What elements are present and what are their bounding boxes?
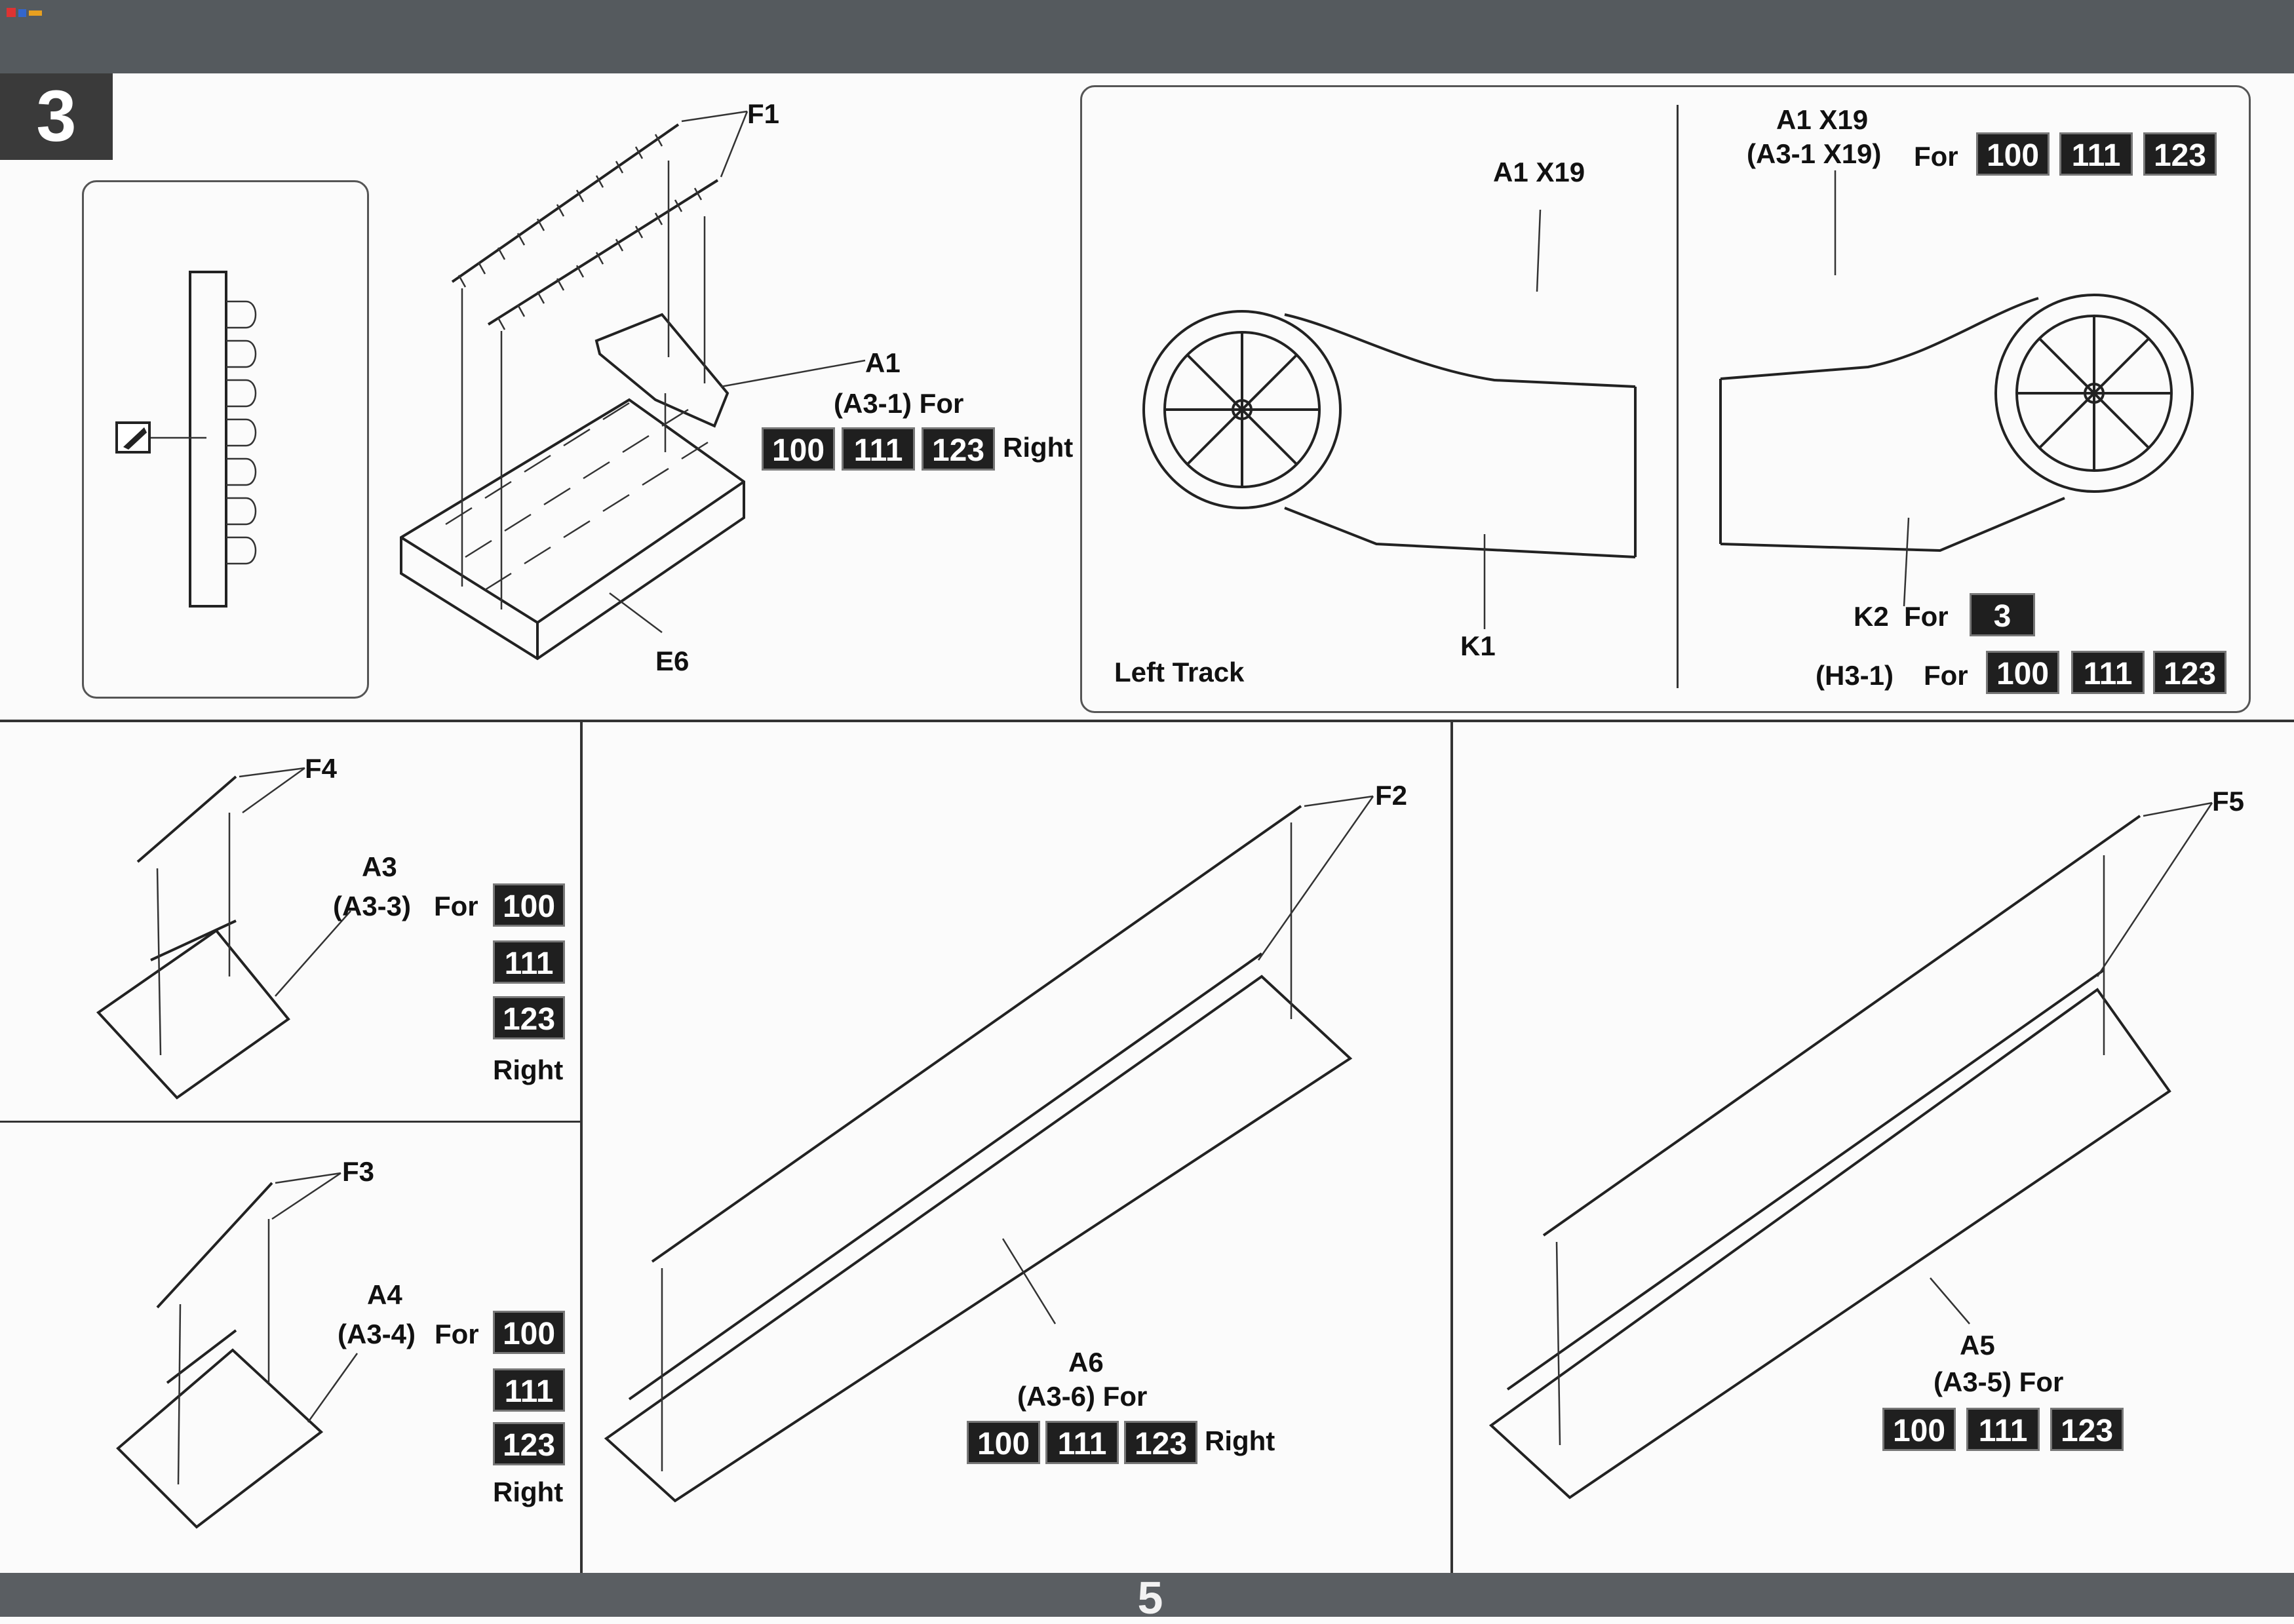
a1-side-label: Right	[1003, 432, 1074, 463]
a1-code-111: 111	[842, 427, 915, 471]
right-code-123: 123	[2143, 132, 2217, 176]
left-track-label: Left Track	[1114, 657, 1245, 687]
a1-code-123: 123	[922, 427, 995, 471]
e6-jig-illustration	[400, 398, 745, 661]
a6-part-label: A6	[1068, 1347, 1104, 1378]
left-qty-label: A1 X19	[1493, 157, 1585, 187]
h3-code-111: 111	[2071, 651, 2145, 694]
left-track-run	[1284, 313, 1637, 558]
top-bar	[0, 0, 2294, 73]
right-sprocket-illustration	[1994, 294, 2194, 493]
a6-code-100: 100	[967, 1421, 1040, 1464]
f3-assembly-illustration	[116, 1172, 359, 1529]
assembly-arrows	[461, 110, 866, 633]
a4-part-sub: (A3-4)	[338, 1319, 416, 1349]
k2-code-3: 3	[1970, 593, 2035, 636]
a4-code-100: 100	[493, 1311, 565, 1354]
f1-sprue-label: F1	[747, 98, 780, 129]
a5-part-sub: (A3-5) For	[1934, 1366, 2064, 1397]
divider-vertical-2	[1450, 721, 1453, 1573]
k1-part-label: K1	[1460, 630, 1496, 661]
page-number: 5	[1137, 1572, 1163, 1623]
a1-part-label: A1	[865, 347, 901, 378]
right-code-111: 111	[2059, 132, 2133, 176]
brand-logo-icon	[7, 8, 42, 17]
h3-part-label: (H3-1)	[1816, 660, 1894, 691]
f2-assembly-illustration	[604, 795, 1374, 1503]
track-detail-box	[1080, 85, 2251, 713]
f5-assembly-illustration	[1488, 802, 2213, 1499]
divider-vertical-1	[580, 721, 583, 1573]
a3-side-label: Right	[493, 1054, 564, 1085]
h3-for-word: For	[1924, 660, 1968, 691]
a6-code-111: 111	[1045, 1421, 1119, 1464]
a6-part-sub: (A3-6) For	[1017, 1381, 1148, 1412]
a1-code-100: 100	[762, 427, 835, 471]
k2-part-label: K2	[1854, 601, 1889, 632]
track-detail-divider	[1677, 105, 1679, 688]
a6-side-label: Right	[1205, 1425, 1275, 1456]
a3-code-111: 111	[493, 940, 565, 984]
f4-sprue-label: F4	[305, 753, 338, 784]
a4-for-word: For	[435, 1319, 479, 1349]
a3-for-word: For	[434, 891, 478, 921]
divider-horizontal-main	[0, 720, 2294, 722]
cutting-note-box	[82, 180, 369, 699]
right-for-word: For	[1914, 141, 1958, 172]
a6-code-123: 123	[1124, 1421, 1197, 1464]
a4-side-label: Right	[493, 1477, 564, 1507]
h3-code-123: 123	[2153, 651, 2226, 694]
a3-part-sub: (A3-3)	[333, 891, 412, 921]
a3-code-100: 100	[493, 883, 565, 927]
right-qty-sub: (A3-1 X19)	[1747, 138, 1882, 169]
a3-code-123: 123	[493, 996, 565, 1039]
left-sprocket-illustration	[1142, 310, 1342, 509]
a4-part-label: A4	[367, 1279, 402, 1310]
f5-sprue-label: F5	[2212, 786, 2245, 817]
f2-sprue-label: F2	[1375, 780, 1408, 811]
f1-sprue-illustration	[451, 123, 719, 326]
a5-code-111: 111	[1966, 1408, 2040, 1451]
right-qty-label: A1 X19	[1776, 104, 1869, 135]
knife-icon	[115, 421, 151, 454]
right-track-run	[1719, 297, 2065, 552]
h3-code-100: 100	[1986, 651, 2059, 694]
a3-part-label: A3	[362, 851, 397, 882]
e6-jig-label: E6	[655, 646, 690, 676]
k2-for-word: For	[1904, 601, 1949, 632]
a4-code-123: 123	[493, 1422, 565, 1465]
cutting-sprue-illustration	[147, 271, 257, 608]
a4-code-111: 111	[493, 1368, 565, 1412]
a5-part-label: A5	[1960, 1330, 1995, 1361]
a1-part-sub: (A3-1) For	[834, 388, 964, 419]
step-number: 3	[0, 73, 113, 160]
f3-sprue-label: F3	[342, 1156, 375, 1187]
a5-code-100: 100	[1882, 1408, 1956, 1451]
divider-horizontal-left	[0, 1121, 582, 1123]
a5-code-123: 123	[2050, 1408, 2124, 1451]
right-code-100: 100	[1976, 132, 2050, 176]
f4-assembly-illustration	[96, 767, 351, 1100]
a1-link-illustration	[594, 313, 729, 428]
bottom-bar	[0, 1573, 2294, 1617]
